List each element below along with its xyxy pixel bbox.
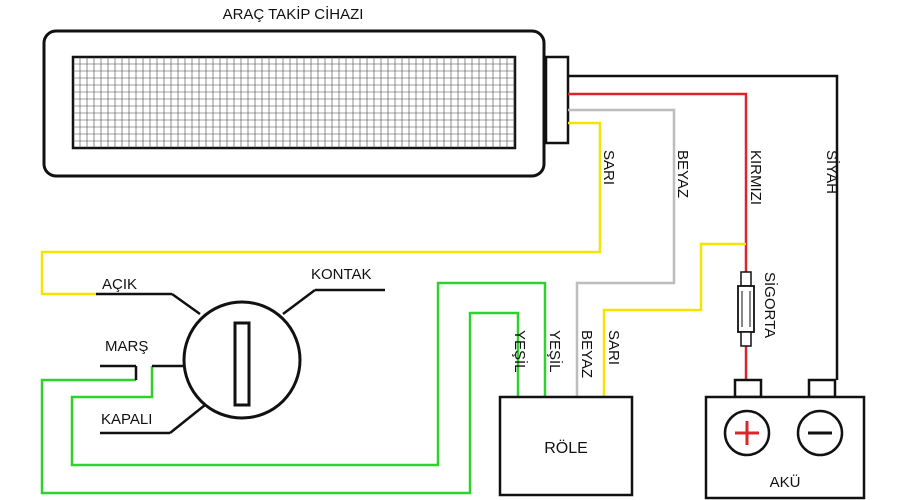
- red-wire-upper: [568, 92, 748, 275]
- green-wire-2: [40, 311, 520, 495]
- white-wire: [568, 108, 676, 397]
- relay-pin-label-1: YEŞİL: [511, 330, 529, 373]
- label-black-wire: SİYAH: [823, 150, 841, 194]
- black-wire: [568, 74, 839, 380]
- label-red-wire: KIRMIZI: [747, 150, 764, 205]
- green-wire-1: [70, 281, 547, 467]
- relay-pin-label-4: SARI: [605, 330, 622, 365]
- yellow-wire-relay: [602, 242, 746, 397]
- yellow-wire-ignition: [40, 121, 602, 296]
- label-ignition-open: AÇIK: [102, 276, 137, 293]
- fuse: [737, 271, 755, 347]
- relay-pin-label-2: YEŞİL: [546, 330, 564, 373]
- ignition-switch: [96, 288, 385, 435]
- fuse-label: SİGORTA: [761, 272, 779, 338]
- device-connector: [544, 55, 570, 145]
- battery-label: AKÜ: [770, 473, 801, 491]
- label-ignition-closed: KAPALI: [101, 411, 152, 428]
- label-yellow-wire: SARI: [600, 150, 617, 185]
- display-grid-lines: [73, 57, 515, 148]
- device-title: ARAÇ TAKİP CİHAZI: [223, 5, 364, 23]
- relay-label: RÖLE: [544, 439, 588, 457]
- label-ignition-contact: KONTAK: [311, 266, 372, 283]
- key-slot: [233, 321, 251, 407]
- battery-plus-terminal: [723, 409, 771, 457]
- label-white-wire: BEYAZ: [674, 150, 691, 198]
- battery-minus-terminal: [796, 409, 844, 457]
- device-display-grid: [71, 55, 517, 150]
- relay-pin-label-3: BEYAZ: [578, 330, 595, 378]
- relay: [498, 395, 634, 497]
- label-ignition-start: MARŞ: [105, 338, 148, 355]
